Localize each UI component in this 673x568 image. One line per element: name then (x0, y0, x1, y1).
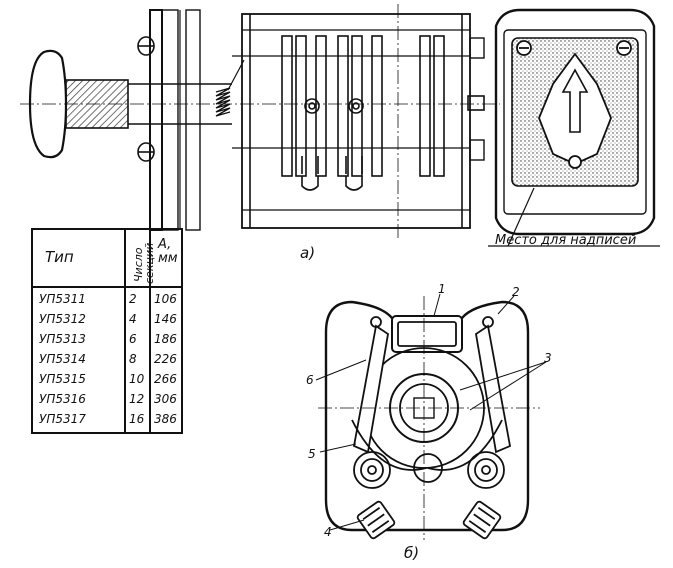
pivot-left (304, 98, 320, 114)
figure-b-label: б) (404, 544, 419, 562)
table-cell-type: УП5317 (39, 412, 86, 426)
table-cell-type: УП5311 (39, 292, 86, 306)
center-roller (413, 453, 443, 483)
table-cell-a: 186 (154, 332, 177, 346)
header-a: A, мм (158, 238, 178, 266)
table-header: Тип Число секций A, мм (33, 230, 181, 288)
contact-sections (281, 35, 445, 177)
screw-bottom (137, 142, 155, 162)
contact-block (391, 315, 463, 353)
table-cell-sections: 2 (129, 292, 137, 306)
screw-top (137, 36, 155, 56)
header-type: Тип (45, 248, 74, 266)
switch-mechanism-view (315, 293, 547, 540)
callout-3: 3 (544, 351, 552, 365)
front-screw-tl (516, 40, 532, 56)
table-cell-sections: 12 (129, 392, 145, 406)
table-cell-a: 146 (154, 312, 177, 326)
spec-table: Тип Число секций A, мм УП53112106УП53124… (31, 228, 183, 434)
table-cell-type: УП5312 (39, 312, 86, 326)
table-cell-a: 226 (154, 352, 177, 366)
callout-1: 1 (438, 282, 446, 296)
table-cell-sections: 16 (129, 412, 145, 426)
switch-side-view (20, 4, 500, 240)
table-cell-a: 306 (154, 392, 177, 406)
table-cell-type: УП5313 (39, 332, 86, 346)
terminal-left (356, 500, 396, 540)
figure-a-label: а) (300, 244, 315, 262)
switch-front-view (488, 8, 660, 247)
table-cell-a: 266 (154, 372, 177, 386)
housing (241, 13, 471, 229)
roller-left (353, 451, 391, 489)
roller-right (467, 451, 505, 489)
front-plate (149, 9, 163, 231)
header-a-line2: мм (158, 251, 178, 266)
callout-5: 5 (308, 447, 316, 461)
table-cell-sections: 10 (129, 372, 145, 386)
table-cell-sections: 4 (129, 312, 137, 326)
callout-4: 4 (324, 525, 332, 539)
table-cell-a: 106 (154, 292, 177, 306)
header-a-line1: A, (158, 237, 172, 252)
callout-6: 6 (306, 373, 314, 387)
front-screw-tr (616, 40, 632, 56)
table-cell-a: 386 (154, 412, 177, 426)
contact-tips (301, 156, 363, 191)
spring (215, 87, 231, 117)
pivot-right (348, 98, 364, 114)
table-cell-sections: 8 (129, 352, 137, 366)
table-cell-type: УП5314 (39, 352, 86, 366)
table-cell-sections: 6 (129, 332, 137, 346)
callout-2: 2 (512, 285, 520, 299)
inscription-label: Место для надписей (495, 233, 636, 248)
table-cell-type: УП5316 (39, 392, 86, 406)
table-cell-type: УП5315 (39, 372, 86, 386)
terminal-right (462, 500, 502, 540)
front-outer-frame (494, 8, 656, 236)
